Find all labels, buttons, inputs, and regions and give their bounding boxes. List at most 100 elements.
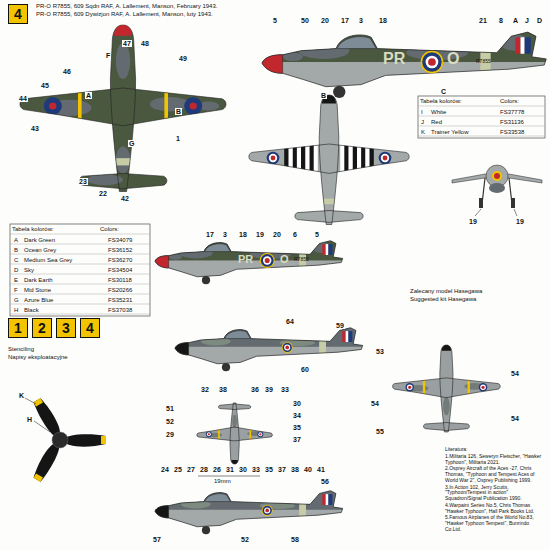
callout-number: 41 [316,466,326,473]
sheet-text: FS36270 [108,257,132,263]
callout-number: 19 [515,218,525,225]
yellow-band [218,426,220,441]
callout-number: 39 [264,386,274,393]
outline [197,427,273,441]
fin-flash [342,331,345,342]
camouflage [155,488,345,529]
callout-number: 22 [98,190,108,197]
invasion-stripe [357,137,361,179]
callout-number: 35 [292,424,302,431]
blade-tip [101,436,106,444]
roundel [285,346,289,350]
radiator [489,183,505,193]
sheet-text: FS31136 [500,119,524,125]
callout-number: 19 [468,218,478,225]
spinner [114,25,132,36]
roundel [481,386,484,389]
markings [206,415,263,441]
callout-number: 52 [165,418,175,425]
invasion-stripe [288,137,292,179]
number-box: 4 [80,318,100,338]
propeller [31,397,106,483]
plan-view [393,345,501,432]
outline [440,345,453,432]
roundel [264,507,270,513]
sheet-text: I [421,109,423,115]
sky-band [315,199,343,205]
callout-number: 43 [30,125,40,132]
callout-number: 57 [152,536,162,543]
upper-surface [155,488,345,510]
table-rule [10,244,150,245]
sheet-text: White [431,109,446,115]
roundel [190,102,197,109]
callout-number: 32 [200,386,210,393]
callout-number: 53 [375,348,385,355]
airframe [110,25,135,192]
fin-flash [346,331,349,342]
sheet-text: Suggested kit Hasegawa [410,296,476,302]
sheet-text: FS37038 [108,307,132,313]
invasion-stripe [353,137,357,179]
callout-number: D [536,17,543,24]
blade-tip [34,474,43,482]
side-view [262,28,550,98]
invasion-stripe [365,137,369,179]
sheet-text: E [14,277,18,283]
sheet-text: Trainer Yellow [431,129,468,135]
spinner [494,173,500,179]
sheet-text: FS34079 [108,237,132,243]
outline [423,423,469,431]
sheet-number: 4 [14,7,22,21]
spinner [492,171,502,181]
side-view [155,488,345,534]
sheet-number: 3 [62,321,70,335]
callout-number: G [128,140,135,147]
roundel [267,152,280,165]
sheet-text: FS33538 [500,129,524,135]
table-rule [10,294,150,295]
callout-number: 54 [510,415,520,422]
sheet-text: H [14,307,18,313]
sheet-text: C [14,257,18,263]
serial-number: R7855 [294,256,309,262]
callout-number: K [18,392,25,399]
callout-number: 5 [272,17,278,24]
roundel [383,156,388,161]
table-rule [418,106,545,107]
callout-number: 28 [199,466,209,473]
callout-number: F [105,52,111,59]
roundel [44,97,62,115]
sky-band [105,158,141,165]
outline [79,174,167,189]
sheet-text: Dark Green [24,237,55,243]
callout-number: 44 [18,95,28,102]
roundel [282,342,293,353]
canopy [225,331,251,339]
literature-entry: 2.Osprey Aircraft of the Aces -27, Chris… [445,466,545,483]
camo-patch [116,43,130,79]
invasion-stripe [349,137,353,179]
callout-number: 55 [375,428,385,435]
sky-band [299,488,306,529]
camouflage [262,28,550,90]
invasion-stripe [284,137,288,179]
callout-number: 51 [165,405,175,412]
callout-number: 47 [122,40,132,47]
literature-entry: 5.Famous Airplanes of the World No.83, "… [445,515,545,532]
sheet-text: FS30118 [108,277,132,283]
front-view [452,165,542,216]
sky-band [319,325,326,366]
number-box: 4 [8,4,28,24]
callout-number: 36 [250,386,260,393]
callout-number: 3 [358,17,364,24]
callout-number: 52 [240,536,250,543]
fin-flash [322,244,325,255]
sheet-text: G [14,297,19,303]
callout-number: 37 [292,436,302,443]
sheet-text: Sky [24,267,34,273]
wheel [479,198,483,208]
callout-number: 35 [264,466,274,473]
callout-number: 19 [255,231,265,238]
